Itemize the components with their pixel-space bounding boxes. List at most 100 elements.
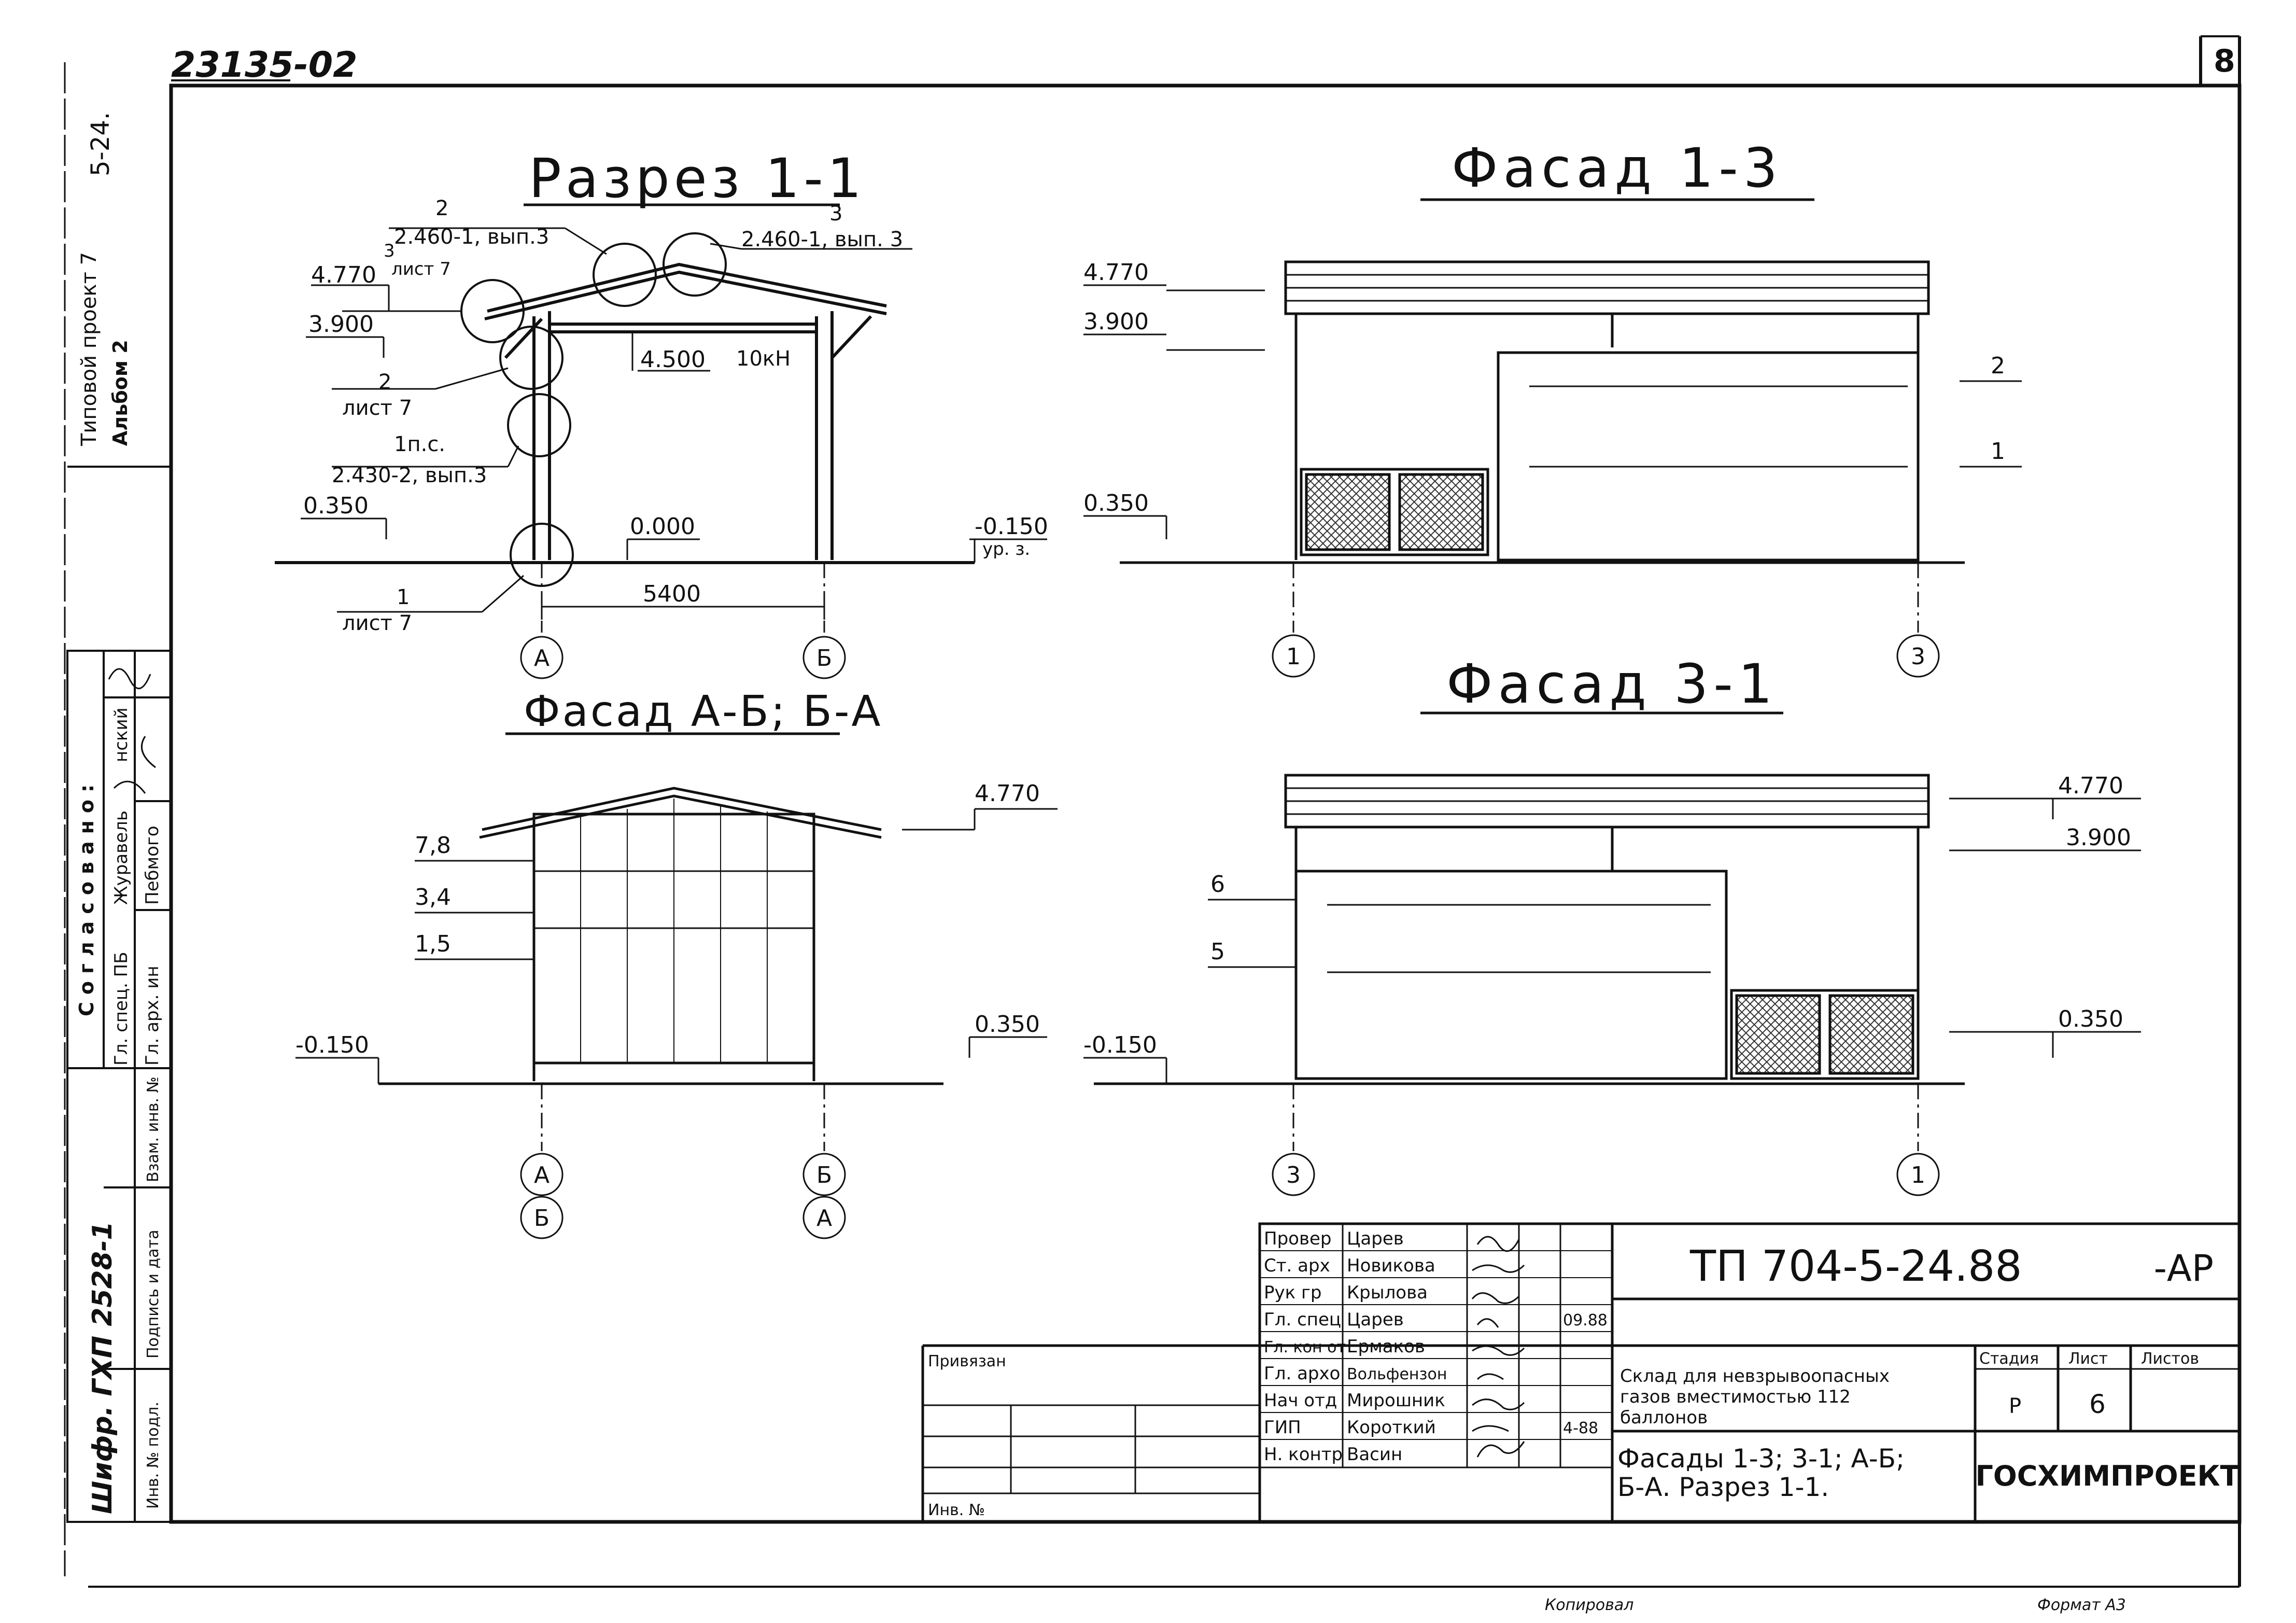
tb-signer-3-name: Крылова [1347, 1282, 1428, 1303]
section-callout-4-top: 2 [378, 370, 391, 394]
facade-3-1-level-3900: 3.900 [2066, 824, 2131, 851]
facade-a-b-title: Фасад А-Б; Б-А [524, 687, 883, 736]
side-name1a: Журавель [111, 810, 132, 905]
facade-1-3: Фасад 1-3 4.770 3.900 0.350 2 [1083, 136, 2022, 678]
facade-1-3-level-4770: 4.770 [1083, 259, 1149, 286]
facade-1-3-mark-2: 2 [1991, 353, 2005, 379]
facade-1-3-structure [1120, 260, 1965, 564]
facade-a-b-axis-a-bottom: А [816, 1205, 832, 1232]
tb-date-2: 4-88 [1563, 1419, 1598, 1437]
facade-3-1-axis-3: 3 [1286, 1162, 1301, 1188]
section-callout-5-top: 1п.с. [394, 432, 445, 456]
signature-marks [1471, 1236, 1525, 1458]
section-axis-a: А [534, 645, 550, 671]
tb-signer-6-role: Гл. архо [1264, 1363, 1340, 1384]
side-stamp-inv: Взам. инв. № [144, 1076, 162, 1182]
section-title: Разрез 1-1 [529, 147, 866, 210]
facade-a-b-mark-34: 3,4 [415, 884, 451, 911]
tb-bound-label: Привязан [928, 1352, 1006, 1370]
tb-signer-9-role: Н. контр [1264, 1444, 1343, 1465]
section-ground-label: ур. з. [982, 539, 1030, 559]
section-callout-2-bottom: 2.460-1, вып. 3 [741, 228, 903, 251]
facade-3-1-title: Фасад 3-1 [1446, 652, 1778, 716]
tb-stage-label: Стадия [1979, 1350, 2039, 1368]
section-callout-6-bottom: лист 7 [342, 611, 412, 635]
facade-a-b-axis-b-bottom: Б [534, 1205, 550, 1232]
facade-1-3-level-3900: 3.900 [1083, 309, 1149, 335]
tb-sheet-label: Лист [2068, 1350, 2108, 1368]
tb-signer-3-role: Рук гр [1264, 1282, 1321, 1303]
facade-a-b-level-4770: 4.770 [975, 780, 1040, 807]
tb-doc-suffix: -АР [2154, 1247, 2214, 1290]
section-level-minus0150: -0.150 [975, 513, 1048, 540]
sheet-number: 8 [2214, 43, 2235, 79]
section-beam-level: 4.500 [640, 346, 706, 373]
facade-1-3-axes [1272, 563, 1940, 678]
section-callout-1-bottom: 2.460-1, вып.3 [394, 225, 549, 249]
facade-1-3-title: Фасад 1-3 [1452, 136, 1783, 200]
facade-a-b-level-minus0150: -0.150 [295, 1032, 369, 1058]
section-callout-3-bottom: лист 7 [391, 259, 451, 279]
side-col1: Гл. спец. ПБ [111, 952, 132, 1066]
copied-label: Копировал [1545, 1596, 1633, 1614]
facade-3-1-level-minus0150: -0.150 [1083, 1032, 1157, 1058]
facade-3-1-structure [1094, 774, 1965, 1085]
side-series: 5-24. [86, 112, 115, 176]
section-level-marks [301, 284, 1047, 563]
tb-signer-5-name: Ермаков [1347, 1336, 1425, 1357]
facade-1-3-level-marks [1083, 284, 2022, 539]
side-agreed: Согласовано: [75, 777, 98, 1016]
tb-signer-9-name: Васин [1347, 1444, 1402, 1465]
tb-signer-1-role: Провер [1264, 1228, 1332, 1249]
tb-signer-7-name: Мирошник [1347, 1390, 1445, 1411]
facade-3-1-level-marks [1083, 797, 2141, 1084]
tb-signer-8-role: ГИП [1264, 1417, 1301, 1438]
tb-object-line-1: Склад для невзрывоопасных [1620, 1366, 1890, 1387]
section-structure [275, 262, 975, 564]
facade-1-3-mark-1: 1 [1991, 438, 2005, 465]
facade-a-b-mark-78: 7,8 [415, 832, 451, 859]
tb-signer-4-role: Гл. спец [1264, 1309, 1341, 1330]
facade-a-b-level-0350: 0.350 [975, 1011, 1040, 1038]
section-level-0000: 0.000 [630, 513, 695, 540]
side-cipher: Шифр. ГХП 2528-1 [87, 1221, 118, 1514]
side-stamp-orig: Инв. № подл. [144, 1402, 162, 1509]
tb-signer-5-role: Гл. кон от [1264, 1338, 1346, 1356]
section-callout-1-top: 2 [435, 197, 448, 220]
tb-doc-code: ТП 704-5-24.88 [1689, 1242, 2022, 1291]
tb-signer-8-name: Короткий [1347, 1417, 1436, 1438]
tb-object-line-2: газов вместимостью 112 [1620, 1387, 1851, 1407]
tb-signer-2-name: Новикова [1347, 1255, 1435, 1276]
tb-sheet-title-1: Фасады 1-3; 3-1; А-Б; [1617, 1444, 1905, 1474]
section-level-3900: 3.900 [308, 311, 374, 338]
facade-3-1-level-4770: 4.770 [2058, 773, 2123, 799]
tb-org: ГОСХИМПРОЕКТ [1975, 1460, 2239, 1492]
facade-a-b-axes [520, 1084, 846, 1239]
facade-a-b-level-marks [295, 808, 1058, 1084]
tb-date: 09.88 [1563, 1311, 1608, 1330]
section-callout-3-top: 3 [384, 241, 395, 261]
side-name1b: нский [111, 707, 132, 762]
tb-sheet: 6 [2089, 1389, 2106, 1419]
tb-sheets-label: Листов [2141, 1350, 2199, 1368]
section-level-0350: 0.350 [303, 493, 369, 519]
facade-3-1: Фасад 3-1 4.770 3.900 0 [1083, 652, 2141, 1196]
section-callout-4-bottom: лист 7 [342, 396, 412, 420]
tb-sheet-title-2: Б-А. Разрез 1-1. [1617, 1472, 1829, 1502]
section-callout-5-bottom: 2.430-2, вып.3 [332, 464, 487, 487]
section-level-4770: 4.770 [311, 262, 376, 288]
tb-signer-1-name: Царев [1347, 1228, 1404, 1249]
section-load-label: 10кН [736, 347, 791, 371]
section-callout-6-top: 1 [397, 585, 410, 609]
facade-1-3-level-0350: 0.350 [1083, 490, 1149, 516]
tb-signer-2-role: Ст. арх [1264, 1255, 1330, 1276]
facade-a-b-axis-a-top: А [534, 1162, 550, 1188]
section-axes [520, 563, 846, 679]
signature-mark [108, 668, 156, 794]
section-1-1: Разрез 1-1 [275, 147, 1048, 679]
tb-inv-label: Инв. № [928, 1501, 985, 1519]
facade-3-1-mark-6: 6 [1210, 871, 1225, 898]
format-label: Формат А3 [2037, 1596, 2126, 1614]
side-col2: Гл. арх. ин [142, 966, 163, 1066]
